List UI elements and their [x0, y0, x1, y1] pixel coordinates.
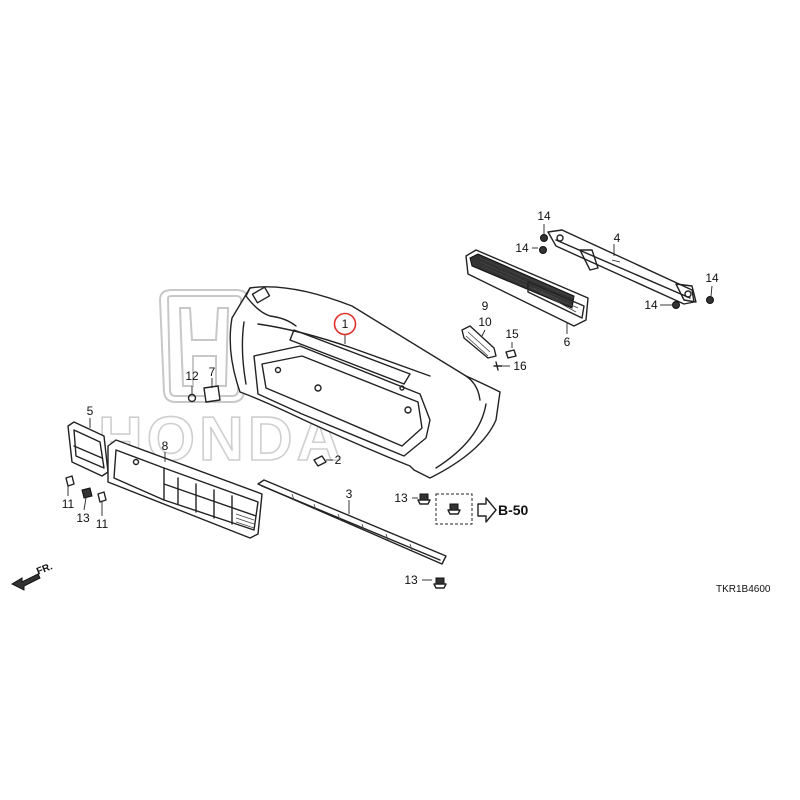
callout-8[interactable]: 8 — [162, 439, 169, 453]
callout-12[interactable]: 12 — [185, 369, 199, 383]
reference-box — [435, 493, 473, 525]
part-14-bolts — [539, 234, 714, 309]
callout-14-d[interactable]: 14 — [705, 271, 719, 285]
part-2-clip — [313, 455, 327, 467]
callout-13-c[interactable]: 13 — [404, 573, 418, 587]
part-5-reflector — [67, 421, 109, 477]
callout-14-c[interactable]: 14 — [644, 298, 658, 312]
callout-2[interactable]: 2 — [335, 453, 342, 467]
callout-4[interactable]: 4 — [614, 231, 621, 245]
callout-15[interactable]: 15 — [505, 327, 519, 341]
callout-6[interactable]: 6 — [564, 335, 571, 349]
callout-14-a[interactable]: 14 — [537, 209, 551, 223]
callout-9[interactable]: 9 — [482, 299, 489, 313]
part-12-clip — [187, 393, 197, 403]
part-9-10-bracket — [461, 325, 497, 359]
callout-3[interactable]: 3 — [346, 487, 353, 501]
part-6-grille — [465, 249, 589, 327]
callout-1[interactable]: 1 — [342, 317, 349, 331]
diagram-code: TKR1B4600 — [716, 584, 771, 595]
part-13-bolt-c — [433, 577, 447, 589]
part-15-clip — [505, 349, 517, 359]
callout-14-b[interactable]: 14 — [515, 241, 529, 255]
part-7-bracket — [203, 385, 221, 403]
part-8-lower-grille — [107, 439, 263, 539]
reference-label[interactable]: B-50 — [498, 502, 529, 518]
callout-11-a[interactable]: 11 — [62, 497, 75, 511]
part-13-bolt-b — [417, 493, 431, 505]
callout-10[interactable]: 10 — [478, 315, 492, 329]
callout-13-a[interactable]: 13 — [76, 511, 90, 525]
part-11-clip-b — [97, 491, 107, 503]
part-13-bolt-a — [81, 487, 93, 499]
callout-5[interactable]: 5 — [87, 404, 94, 418]
front-direction-label: FR. — [35, 561, 54, 577]
reference-arrow — [477, 497, 497, 523]
part-11-clip-a — [65, 475, 75, 487]
part-1-bumper — [229, 286, 501, 479]
leader-lines — [67, 224, 713, 581]
part-3-lower-strip — [257, 479, 447, 565]
highlight-circle — [333, 312, 357, 336]
callout-16[interactable]: 16 — [513, 359, 527, 373]
part-4-beam — [547, 229, 697, 305]
callout-7[interactable]: 7 — [209, 365, 216, 379]
front-direction-arrow — [10, 573, 41, 591]
callout-11-b[interactable]: 11 — [96, 517, 109, 531]
callout-13-b[interactable]: 13 — [394, 491, 408, 505]
part-16-screw — [493, 361, 503, 371]
